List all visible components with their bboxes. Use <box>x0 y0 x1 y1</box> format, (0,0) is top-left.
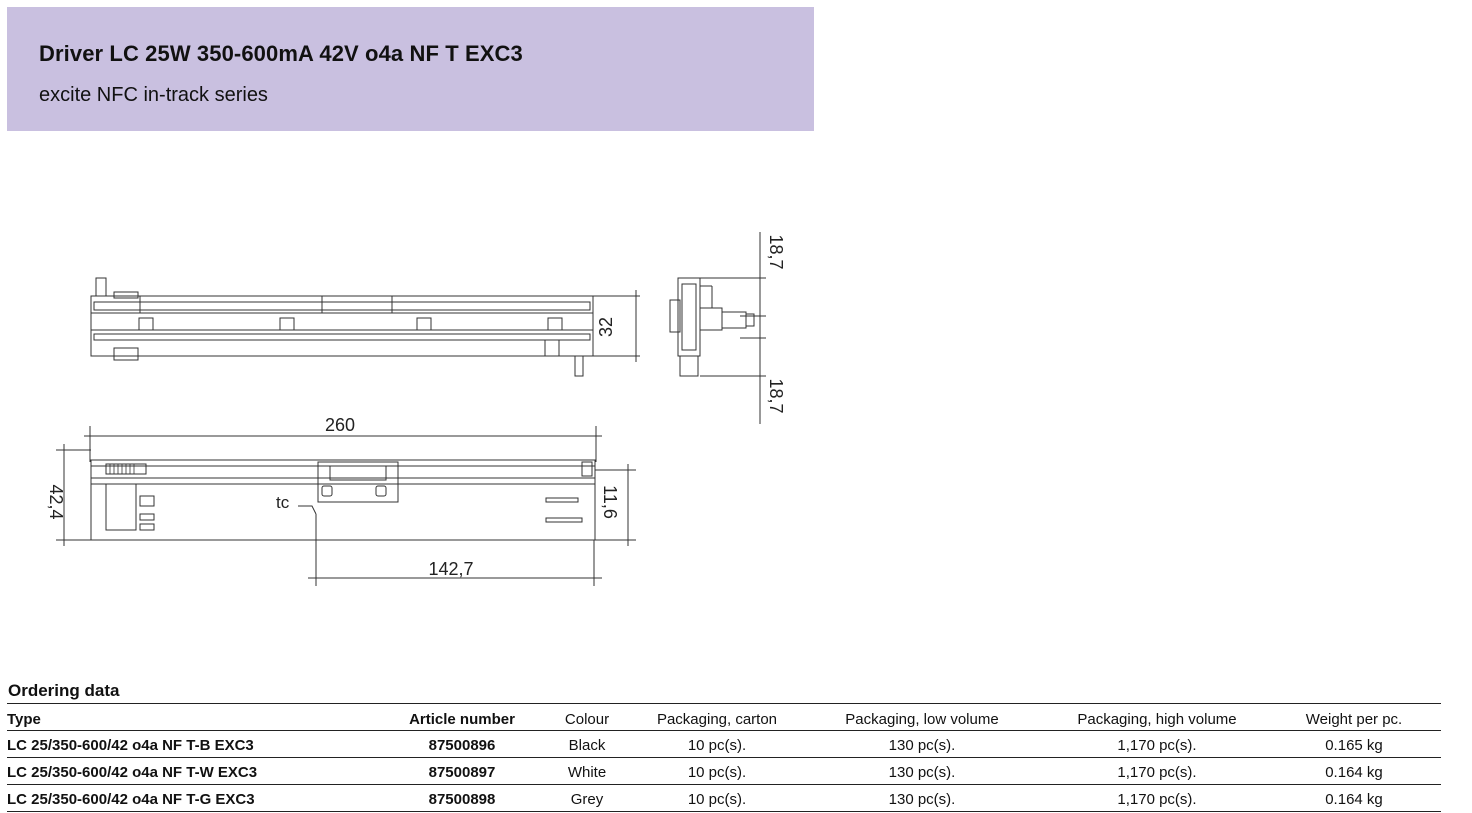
cell-weight: 0.164 kg <box>1267 784 1441 812</box>
cell-low: 130 pc(s). <box>797 784 1047 812</box>
cell-high: 1,170 pc(s). <box>1047 784 1267 812</box>
cell-colour: Black <box>537 730 637 758</box>
cell-colour: Grey <box>537 784 637 812</box>
side-view <box>90 459 596 541</box>
table-row: LC 25/350-600/42 o4a NF T-W EXC3 8750089… <box>7 757 1441 785</box>
col-colour: Colour <box>537 703 637 731</box>
cell-colour: White <box>537 757 637 785</box>
cell-high: 1,170 pc(s). <box>1047 757 1267 785</box>
dim-tc-offset-label: 142,7 <box>428 559 473 579</box>
col-packaging-carton: Packaging, carton <box>637 703 797 731</box>
cell-type: LC 25/350-600/42 o4a NF T-G EXC3 <box>7 784 387 812</box>
col-packaging-high: Packaging, high volume <box>1047 703 1267 731</box>
dim-height-side-label: 42,4 <box>46 484 66 519</box>
cell-carton: 10 pc(s). <box>637 784 797 812</box>
dim-height-small-label: 11,6 <box>600 485 620 519</box>
cell-article: 87500898 <box>387 784 537 812</box>
dim-profile-top-label: 18,7 <box>766 234 786 269</box>
cell-article: 87500897 <box>387 757 537 785</box>
cell-type: LC 25/350-600/42 o4a NF T-W EXC3 <box>7 757 387 785</box>
col-article-number: Article number <box>387 703 537 731</box>
top-view <box>90 277 594 377</box>
cell-type: LC 25/350-600/42 o4a NF T-B EXC3 <box>7 730 387 758</box>
cell-carton: 10 pc(s). <box>637 730 797 758</box>
header-banner: Driver LC 25W 350-600mA 42V o4a NF T EXC… <box>7 7 814 131</box>
cell-article: 87500896 <box>387 730 537 758</box>
dim-width-top-label: 32 <box>596 317 616 337</box>
table-row: LC 25/350-600/42 o4a NF T-G EXC3 8750089… <box>7 784 1441 812</box>
cell-weight: 0.164 kg <box>1267 757 1441 785</box>
col-packaging-low: Packaging, low volume <box>797 703 1047 731</box>
dim-length-label: 260 <box>325 415 355 435</box>
product-subtitle: excite NFC in-track series <box>39 84 268 106</box>
col-type: Type <box>7 703 387 731</box>
cell-high: 1,170 pc(s). <box>1047 730 1267 758</box>
product-title: Driver LC 25W 350-600mA 42V o4a NF T EXC… <box>39 41 523 66</box>
technical-drawing: 260 42,4 11,6 142,7 tc 32 18,7 18,7 <box>46 232 786 586</box>
profile-view <box>669 277 755 377</box>
tc-label: tc <box>276 493 290 512</box>
cell-low: 130 pc(s). <box>797 757 1047 785</box>
col-weight: Weight per pc. <box>1267 703 1441 731</box>
ordering-table: Type Article number Colour Packaging, ca… <box>7 703 1441 812</box>
ordering-heading: Ordering data <box>8 681 120 700</box>
table-header-row: Type Article number Colour Packaging, ca… <box>7 703 1441 731</box>
dim-profile-bottom-label: 18,7 <box>766 378 786 413</box>
table-row: LC 25/350-600/42 o4a NF T-B EXC3 8750089… <box>7 730 1441 758</box>
cell-carton: 10 pc(s). <box>637 757 797 785</box>
cell-low: 130 pc(s). <box>797 730 1047 758</box>
cell-weight: 0.165 kg <box>1267 730 1441 758</box>
